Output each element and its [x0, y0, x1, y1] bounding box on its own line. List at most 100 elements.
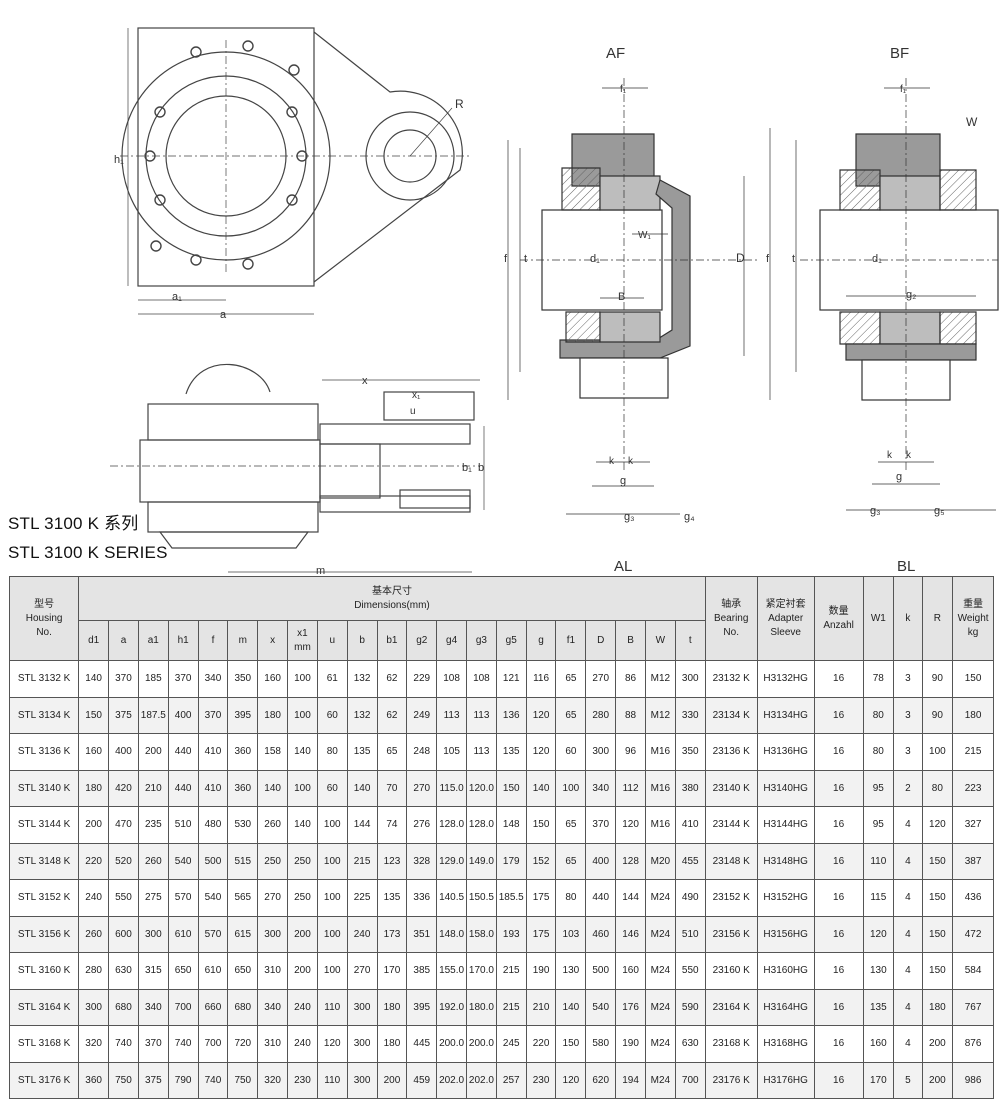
- table-cell: 540: [197, 879, 229, 917]
- table-cell: 650: [167, 952, 199, 990]
- column-header: u: [316, 620, 348, 661]
- table-cell: 60: [316, 696, 348, 734]
- label-af-g3: g₃: [624, 511, 635, 523]
- table-cell: 80: [921, 769, 954, 807]
- table-cell: 3: [893, 733, 923, 771]
- table-cell: 179: [495, 842, 527, 880]
- table-cell: 150: [495, 769, 527, 807]
- table-cell: 565: [227, 879, 259, 917]
- table-cell: 135: [862, 988, 895, 1026]
- table-cell: 300: [585, 733, 617, 771]
- table-cell: 110: [862, 842, 895, 880]
- table-cell: 360: [227, 733, 259, 771]
- table-cell: 129.0: [436, 842, 467, 880]
- table-cell: 160: [862, 1025, 895, 1063]
- label-b: b: [478, 462, 484, 474]
- table-cell: 100: [316, 952, 348, 990]
- table-cell: 600: [108, 915, 139, 953]
- table-cell: 350: [674, 733, 706, 771]
- table-cell: 202.0: [436, 1061, 467, 1099]
- table-cell: 700: [674, 1061, 706, 1099]
- table-cell: 180: [376, 988, 408, 1026]
- table-cell: 150: [78, 696, 110, 734]
- table-cell: 105: [436, 733, 467, 771]
- table-cell: 16: [813, 1025, 864, 1063]
- table-cell: 740: [197, 1061, 229, 1099]
- table-cell: 60: [316, 769, 348, 807]
- table-cell: 370: [585, 806, 617, 844]
- table-cell: 340: [137, 988, 169, 1026]
- table-cell: 360: [78, 1061, 110, 1099]
- table-cell: 150: [555, 1025, 587, 1063]
- table-cell: 200: [78, 806, 110, 844]
- table-cell: 149.0: [466, 842, 497, 880]
- table-cell: 276: [406, 806, 438, 844]
- housing-cell: STL 3132 K: [8, 660, 80, 698]
- table-cell: 520: [108, 842, 139, 880]
- table-cell: 328: [406, 842, 438, 880]
- table-cell: 130: [862, 952, 895, 990]
- table-cell: 270: [346, 952, 378, 990]
- table-cell: 280: [585, 696, 617, 734]
- table-cell: 300: [346, 988, 378, 1026]
- table-cell: 16: [813, 733, 864, 771]
- table-cell: 395: [227, 696, 259, 734]
- bolt-circle: [144, 40, 308, 270]
- table-cell: 240: [78, 879, 110, 917]
- table-cell: H3168HG: [756, 1025, 815, 1063]
- table-cell: 4: [893, 879, 923, 917]
- table-cell: 310: [257, 1025, 289, 1063]
- table-cell: 128.0: [436, 806, 467, 844]
- table-cell: 23160 K: [704, 952, 758, 990]
- column-header: b1: [376, 620, 408, 661]
- table-cell: 23140 K: [704, 769, 758, 807]
- table-cell: 3: [893, 696, 923, 734]
- column-header: a1: [137, 620, 169, 661]
- label-x: x: [362, 375, 368, 387]
- table-cell: 375: [108, 696, 139, 734]
- table-cell: 500: [585, 952, 617, 990]
- table-cell: 420: [108, 769, 139, 807]
- table-cell: 200: [376, 1061, 408, 1099]
- table-cell: 16: [813, 660, 864, 698]
- table-cell: 4: [893, 806, 923, 844]
- table-cell: 140: [78, 660, 110, 698]
- table-cell: 215: [495, 988, 527, 1026]
- housing-cell: STL 3156 K: [8, 915, 80, 953]
- table-cell: 270: [406, 769, 438, 807]
- column-header: d1: [78, 620, 110, 661]
- table-cell: 16: [813, 879, 864, 917]
- table-cell: 680: [227, 988, 259, 1026]
- table-cell: 140: [555, 988, 587, 1026]
- table-cell: 720: [227, 1025, 259, 1063]
- table-cell: 113: [466, 733, 497, 771]
- table-cell: 65: [555, 806, 587, 844]
- housing-cell: STL 3148 K: [8, 842, 80, 880]
- table-cell: 16: [813, 952, 864, 990]
- table-cell: 370: [167, 660, 199, 698]
- table-cell: 23168 K: [704, 1025, 758, 1063]
- label-bf-k1: k: [887, 450, 893, 461]
- table-cell: 80: [862, 696, 895, 734]
- table-cell: 150: [921, 952, 954, 990]
- table-cell: 370: [108, 660, 139, 698]
- table-cell: 385: [406, 952, 438, 990]
- table-cell: 100: [316, 915, 348, 953]
- table-cell: 160: [257, 660, 289, 698]
- label-bf-f: f: [766, 253, 770, 265]
- table-cell: 200: [921, 1025, 954, 1063]
- table-cell: 148.0: [436, 915, 467, 953]
- table-cell: 135: [376, 879, 408, 917]
- label-af-D: D: [736, 251, 745, 265]
- table-cell: 150: [952, 660, 994, 698]
- table-cell: 120: [525, 696, 557, 734]
- table-cell: 135: [346, 733, 378, 771]
- table-cell: 120: [921, 806, 954, 844]
